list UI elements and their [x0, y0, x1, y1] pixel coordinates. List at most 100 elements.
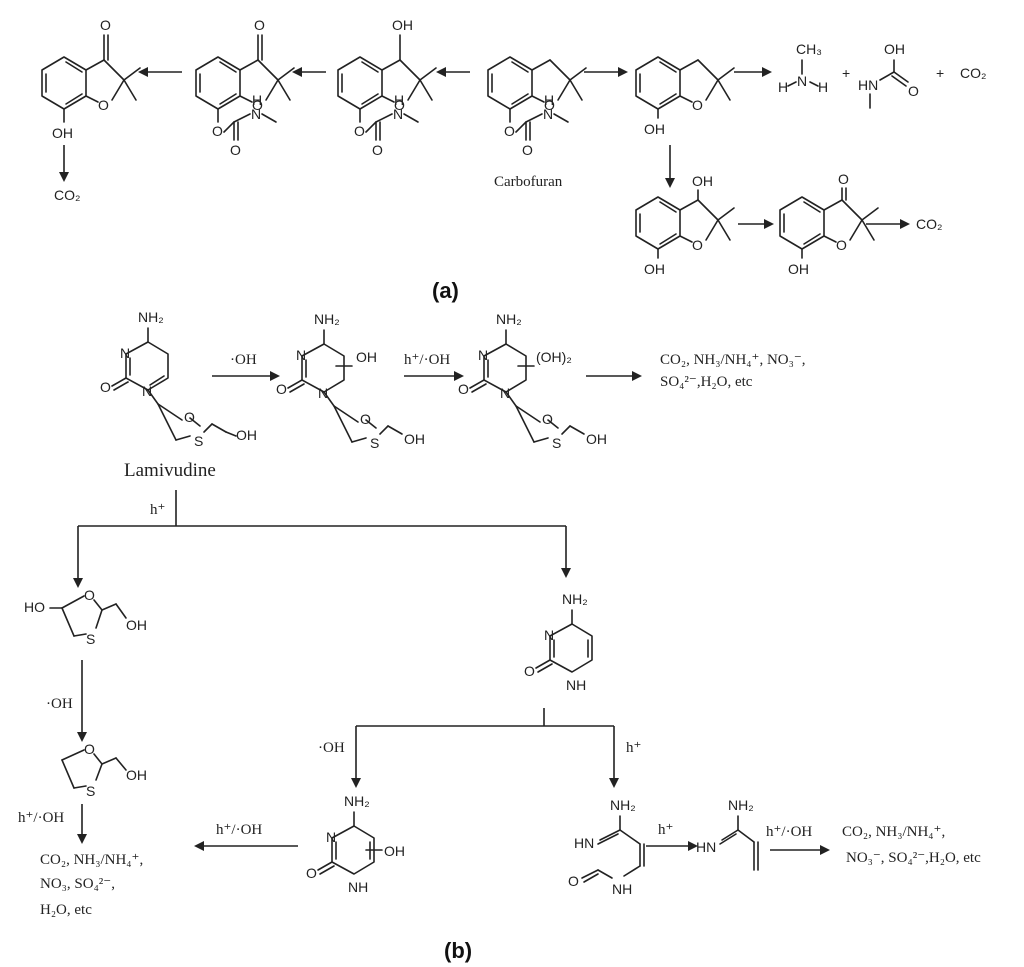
- product-co2: CO₂: [54, 187, 80, 203]
- atom-oh: OH: [644, 261, 665, 277]
- atom-n: N: [142, 383, 152, 399]
- arrowhead: [77, 732, 87, 742]
- compound-a2: O O O O H N: [195, 17, 295, 158]
- atom-hn: HN: [696, 839, 716, 855]
- arrowhead: [561, 568, 571, 578]
- atom-oh: OH: [644, 121, 665, 137]
- atom-oh: OH: [392, 17, 413, 33]
- arrowhead: [900, 219, 910, 229]
- products-top-line1: CO₂, NH₃/NH₄⁺, NO₃⁻,: [660, 352, 806, 368]
- carbofuran-label: Carbofuran: [494, 174, 563, 190]
- arrowhead: [688, 841, 698, 851]
- atom-o: O: [354, 123, 365, 139]
- atom-n: N: [500, 385, 510, 401]
- atom-oh: OH: [52, 125, 73, 141]
- atom-o: O: [692, 237, 703, 253]
- atom-o: O: [184, 409, 195, 425]
- atom-oh: OH: [126, 617, 147, 633]
- atom-oh: OH: [404, 431, 425, 447]
- atom-ch3: CH₃: [796, 41, 822, 57]
- reagent-h-plus: h⁺: [150, 502, 165, 518]
- atom-nh: NH: [612, 881, 632, 897]
- atom-o: O: [692, 97, 703, 113]
- atom-n: N: [543, 106, 553, 122]
- atom-oh: OH: [236, 427, 257, 443]
- atom-h: H: [394, 92, 404, 108]
- atom-o: O: [568, 873, 579, 889]
- arrowhead: [77, 834, 87, 844]
- compound-acrylamidine: NH₂ HN: [696, 797, 759, 871]
- arrowhead: [194, 841, 204, 851]
- atom-o: O: [306, 865, 317, 881]
- arrowhead: [762, 67, 772, 77]
- atom-n: N: [797, 73, 807, 89]
- arrowhead: [351, 778, 361, 788]
- arrowhead: [59, 172, 69, 182]
- atom-o: O: [84, 587, 95, 603]
- reagent-h-plus: h⁺: [658, 822, 673, 838]
- products-left-line1: CO₂, NH₃/NH₄⁺,: [40, 852, 143, 868]
- arrowhead: [632, 371, 642, 381]
- products-left-line3: H₂O, etc: [40, 902, 92, 918]
- atom-o: O: [908, 83, 919, 99]
- atom-o: O: [394, 97, 405, 113]
- arrowhead: [764, 219, 774, 229]
- products-right-line2: NO₃⁻, SO₄²⁻,H₂O, etc: [846, 850, 981, 866]
- arrowhead: [73, 578, 83, 588]
- atom-o: O: [276, 381, 287, 397]
- compound-3-keto-phenol: O O OH: [779, 171, 879, 277]
- atom-o: O: [230, 142, 241, 158]
- atom-n: N: [393, 106, 403, 122]
- atom-nh2: NH₂: [562, 591, 588, 607]
- atom-nh2: NH₂: [344, 793, 370, 809]
- atom-oh2: (OH)₂: [536, 349, 572, 365]
- compound-3-hydroxy-phenol: OH O OH: [635, 173, 735, 277]
- arrowhead: [609, 778, 619, 788]
- atom-o: O: [504, 123, 515, 139]
- reagent-oh-radical: ·OH: [46, 696, 73, 712]
- atom-o: O: [542, 411, 553, 427]
- atom-n: N: [251, 106, 261, 122]
- atom-hn: HN: [574, 835, 594, 851]
- atom-oh: OH: [126, 767, 147, 783]
- atom-h: H: [544, 92, 554, 108]
- compound-a1: O O OH: [41, 17, 141, 141]
- plus-sign: +: [936, 65, 944, 81]
- atom-o: O: [524, 663, 535, 679]
- compound-methylcarbamic-acid: OH O HN: [858, 41, 919, 109]
- products-top-line2: SO₄²⁻,H₂O, etc: [660, 374, 753, 390]
- atom-n: N: [120, 345, 130, 361]
- reagent-h-plus-oh: h⁺/·OH: [18, 810, 64, 826]
- arrowhead: [270, 371, 280, 381]
- atom-h: H: [778, 79, 788, 95]
- compound-ring-opened-intermediate: NH₂ HN NH O: [568, 797, 645, 897]
- atom-oh: OH: [586, 431, 607, 447]
- reagent-h-plus: h⁺: [626, 740, 641, 756]
- reagent-h-plus-oh: h⁺/·OH: [766, 824, 812, 840]
- plus-sign: +: [842, 65, 850, 81]
- atom-ho: HO: [24, 599, 45, 615]
- atom-nh: NH: [566, 677, 586, 693]
- panel-b-label: (b): [444, 938, 472, 963]
- atom-hn: HN: [858, 77, 878, 93]
- arrowhead: [665, 178, 675, 188]
- atom-o: O: [212, 123, 223, 139]
- atom-o: O: [252, 97, 263, 113]
- reagent-oh-radical: ·OH: [230, 352, 257, 368]
- atom-nh: NH: [348, 879, 368, 895]
- atom-n: N: [318, 385, 328, 401]
- arrowhead: [820, 845, 830, 855]
- panel-a-label: (a): [432, 278, 459, 303]
- compound-lamivudine: NH₂ N N O O S OH: [100, 309, 257, 449]
- atom-h: H: [818, 79, 828, 95]
- atom-o: O: [458, 381, 469, 397]
- atom-n: N: [478, 347, 488, 363]
- atom-o: O: [522, 142, 533, 158]
- arrowhead: [454, 371, 464, 381]
- arrowhead: [618, 67, 628, 77]
- atom-n: N: [544, 627, 554, 643]
- atom-nh2: NH₂: [138, 309, 164, 325]
- atom-s: S: [194, 433, 203, 449]
- atom-o: O: [838, 171, 849, 187]
